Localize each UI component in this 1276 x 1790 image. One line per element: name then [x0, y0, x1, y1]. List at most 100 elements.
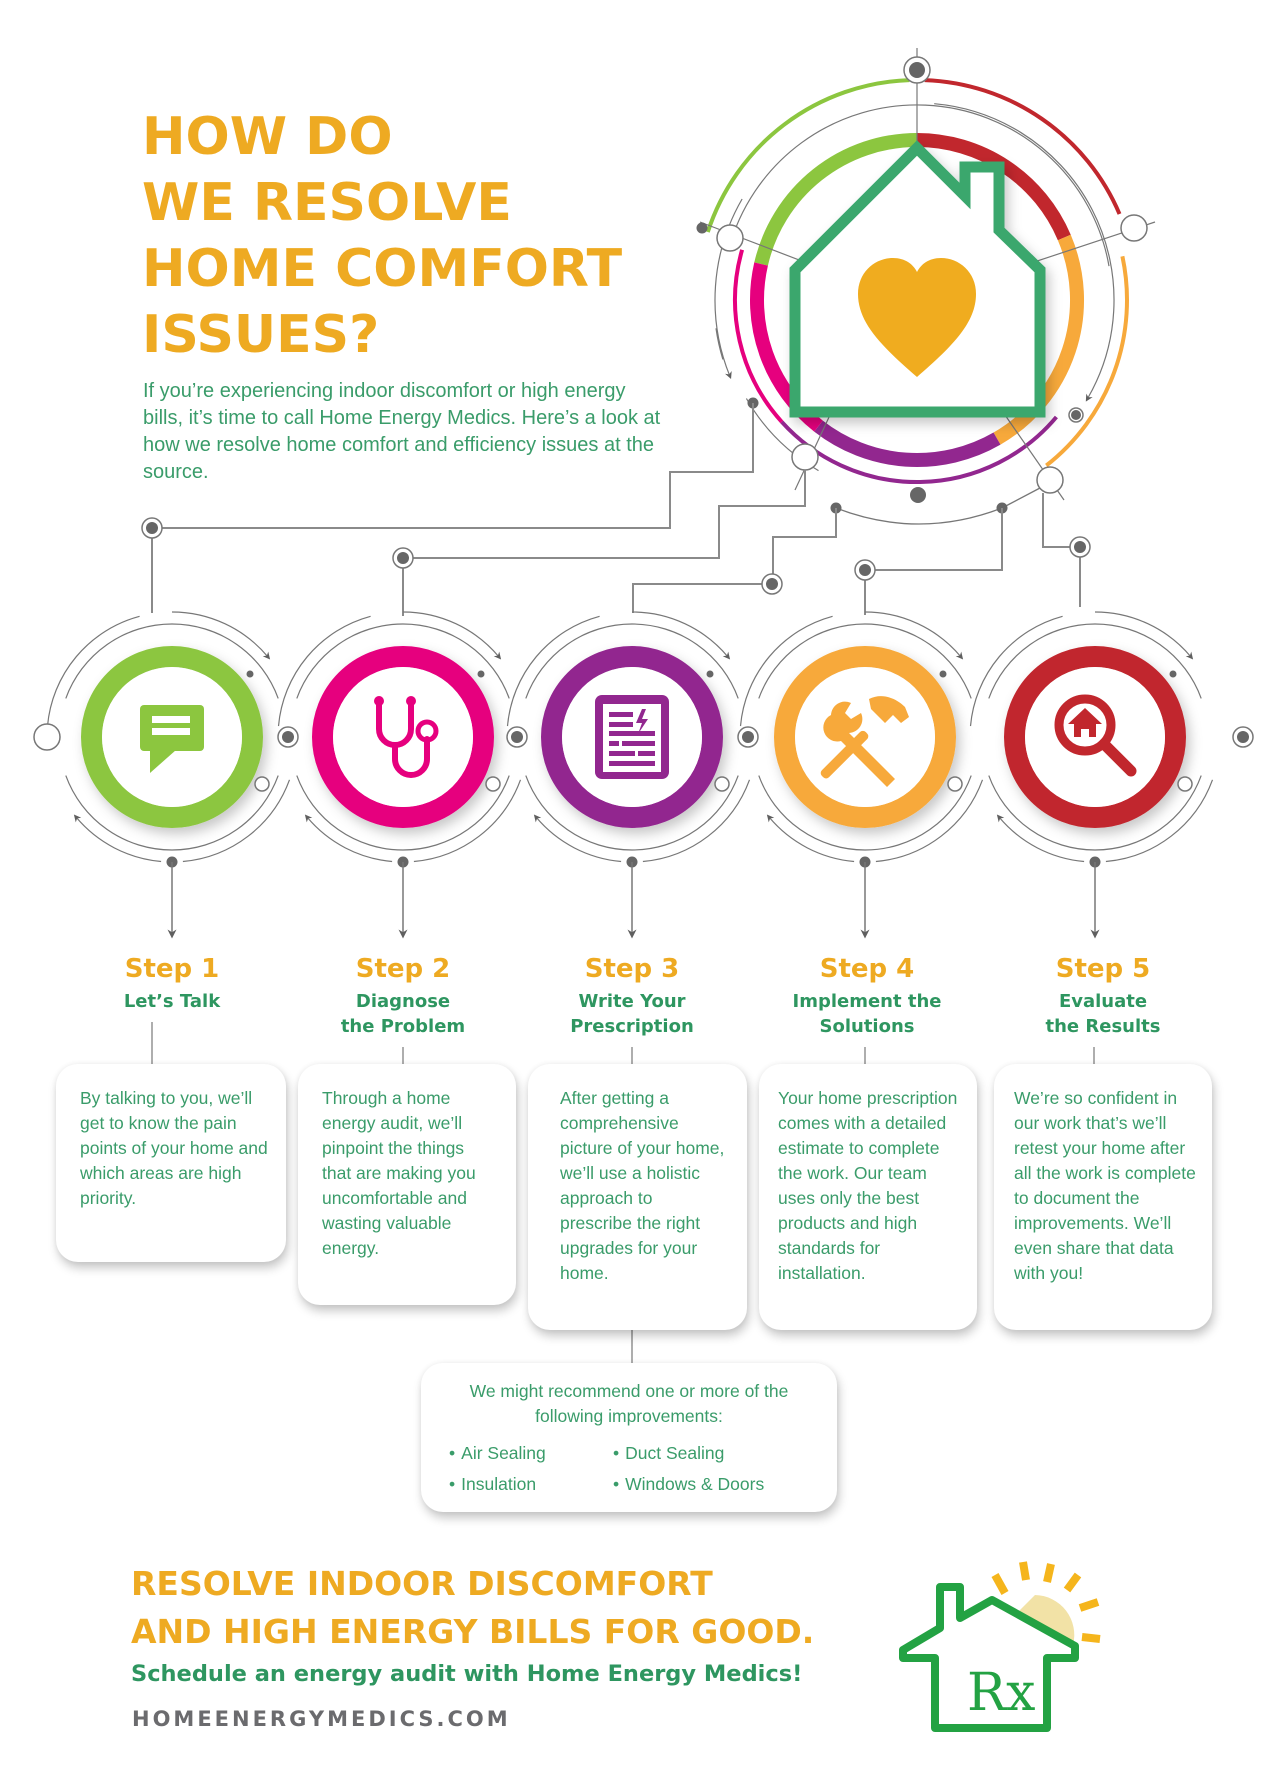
step-number: Step 2: [355, 954, 451, 984]
cta-subheadline: Schedule an energy audit with Home Energ…: [131, 1661, 803, 1687]
orbit-arrow: [1094, 611, 1194, 660]
step-heading-5: Step 5 Evaluate the Results: [993, 953, 1213, 1039]
recommendation-item: Windows & Doors: [613, 1472, 813, 1497]
step-title: Diagnose the Problem: [340, 991, 466, 1037]
title-line: HOW DO: [142, 107, 393, 167]
connector-line: [403, 470, 806, 559]
node-dot: [766, 578, 778, 590]
cta-headline-line1: RESOLVE INDOOR DISCOMFORT: [131, 1564, 713, 1603]
step-ring-inner: [333, 667, 473, 807]
node-dot: [397, 552, 409, 564]
node-dot: [939, 670, 947, 678]
bubble-tail: [150, 750, 176, 773]
connector-lines: [141, 403, 1091, 616]
doc-line: [638, 751, 655, 756]
node-dot: [1169, 670, 1177, 678]
step-heading-2: Step 2 Diagnose the Problem: [293, 953, 513, 1039]
step-number: Step 5: [1055, 954, 1151, 984]
step-card-3: After getting a comprehensive picture of…: [528, 1064, 747, 1330]
connector-line: [1042, 493, 1081, 607]
step-ring: [81, 646, 263, 828]
doc-line: [609, 751, 635, 756]
hero-inner-ring-purple: [814, 420, 1001, 467]
cta-headline-line2: AND HIGH ENERGY BILLS FOR GOOD.: [131, 1612, 815, 1651]
node-open: [254, 776, 270, 792]
title-line: WE RESOLVE: [142, 173, 512, 233]
step-title: Let’s Talk: [123, 991, 221, 1012]
magnifier-lens: [1054, 694, 1116, 756]
website-link[interactable]: HOMEENERGYMEDICS.COM: [132, 1707, 511, 1731]
heart-icon: [858, 258, 976, 377]
hero-inner-ring-green: [754, 133, 918, 266]
stethoscope-icon: [374, 696, 439, 778]
orbit-arrow: [631, 611, 731, 660]
recommendation-item: Insulation: [449, 1472, 613, 1497]
node-dot: [1071, 410, 1081, 420]
step-description: After getting a comprehensive picture of…: [560, 1088, 725, 1283]
orbit-arc: [875, 779, 984, 863]
node-open: [33, 723, 61, 751]
step-circle-4: [739, 611, 984, 939]
hero-thin-arc: [715, 328, 724, 360]
recommendation-item: Duct Sealing: [613, 1441, 813, 1466]
orbit-arc: [277, 615, 371, 727]
step-title: Evaluate the Results: [1045, 991, 1161, 1037]
connector-line: [632, 508, 837, 613]
hero-thin-ring: [728, 104, 1110, 267]
node-dot: [909, 62, 925, 78]
step-number: Step 4: [819, 954, 915, 984]
node-dot: [910, 487, 926, 503]
node-dot: [1237, 731, 1249, 743]
node-open: [485, 776, 501, 792]
step-number: Step 1: [124, 954, 220, 984]
orbit-arc: [525, 775, 739, 851]
orbit-arc: [758, 623, 972, 699]
connector-line: [864, 508, 1003, 615]
hero-arrow-arc: [934, 103, 1115, 402]
page-title: HOW DO WE RESOLVE HOME COMFORT ISSUES?: [142, 104, 622, 368]
orbit-arc: [46, 615, 140, 727]
doc-line: [609, 731, 655, 736]
node-dot: [859, 564, 871, 576]
step-card-1: By talking to you, we’ll get to know the…: [56, 1064, 286, 1262]
orbit-arrow: [533, 814, 622, 863]
step-description: Through a home energy audit, we’ll pinpo…: [322, 1088, 476, 1258]
chestpiece: [415, 719, 439, 743]
house-glyph: [1068, 708, 1102, 737]
orbit-arc: [296, 623, 510, 699]
node-open: [947, 776, 963, 792]
node-open: [716, 224, 744, 252]
step-ring: [774, 646, 956, 828]
step-card-2: Through a home energy audit, we’ll pinpo…: [298, 1064, 516, 1305]
recommendations-intro: We might recommend one or more of the fo…: [469, 1381, 789, 1426]
orbit-arc: [182, 779, 291, 863]
node-dot: [742, 731, 754, 743]
doc-line: [609, 741, 619, 746]
rx-symbol: Rx: [967, 1663, 1035, 1723]
intro-paragraph: If you’re experiencing indoor discomfort…: [143, 380, 661, 483]
earpiece: [374, 696, 384, 706]
doc-line: [622, 741, 655, 746]
step-card-5: We’re so confident in our work that’s we…: [994, 1064, 1212, 1330]
orbit-arc: [988, 623, 1202, 699]
prescription-document-icon: [595, 695, 669, 779]
connector-arc: [835, 507, 1003, 525]
node-dot: [1074, 541, 1086, 553]
stethoscope-tube: [392, 736, 430, 778]
connector-line: [152, 403, 754, 529]
hero-outer-ring-magenta: [733, 249, 784, 424]
orbit-arc: [642, 779, 751, 863]
hero-outer-ring-green: [705, 78, 910, 233]
orbit-arrow: [996, 814, 1085, 863]
orbit-arrow: [402, 611, 502, 660]
node-open: [1120, 214, 1148, 242]
orbit-arrow: [864, 611, 964, 660]
bubble-line: [152, 728, 190, 735]
node-open: [1036, 466, 1064, 494]
node-dot: [477, 670, 485, 678]
earpiece: [406, 696, 416, 706]
magnifier-house-icon: [1054, 694, 1137, 777]
step-circles: [33, 611, 1254, 1363]
node-dot: [696, 222, 708, 234]
